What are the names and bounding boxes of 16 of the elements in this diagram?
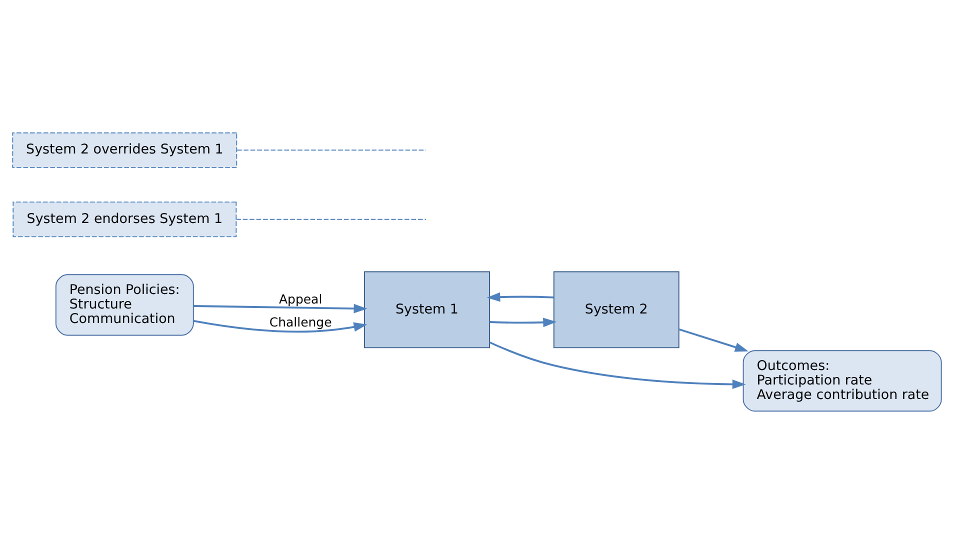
- arrow: [194, 320, 368, 332]
- arrow: [193, 303, 368, 313]
- edge-label: Challenge: [269, 314, 332, 329]
- node-box: System 2 endorses System 1: [12, 201, 237, 237]
- node-box: System 2: [553, 270, 680, 348]
- edge-label: Appeal: [278, 290, 322, 306]
- arrow: [678, 328, 748, 352]
- node-box: System 1: [364, 270, 490, 348]
- node-box: Pension Policies: Structure Communication: [55, 274, 194, 336]
- connector: [236, 218, 426, 220]
- connector: [236, 149, 426, 150]
- node-box: Outcomes: Participation rate Average contribution rate: [742, 350, 942, 412]
- arrow: [489, 340, 746, 388]
- node-box: System 2 overrides System 1: [12, 132, 238, 168]
- arrow: [486, 292, 554, 302]
- arrow: [490, 317, 557, 327]
